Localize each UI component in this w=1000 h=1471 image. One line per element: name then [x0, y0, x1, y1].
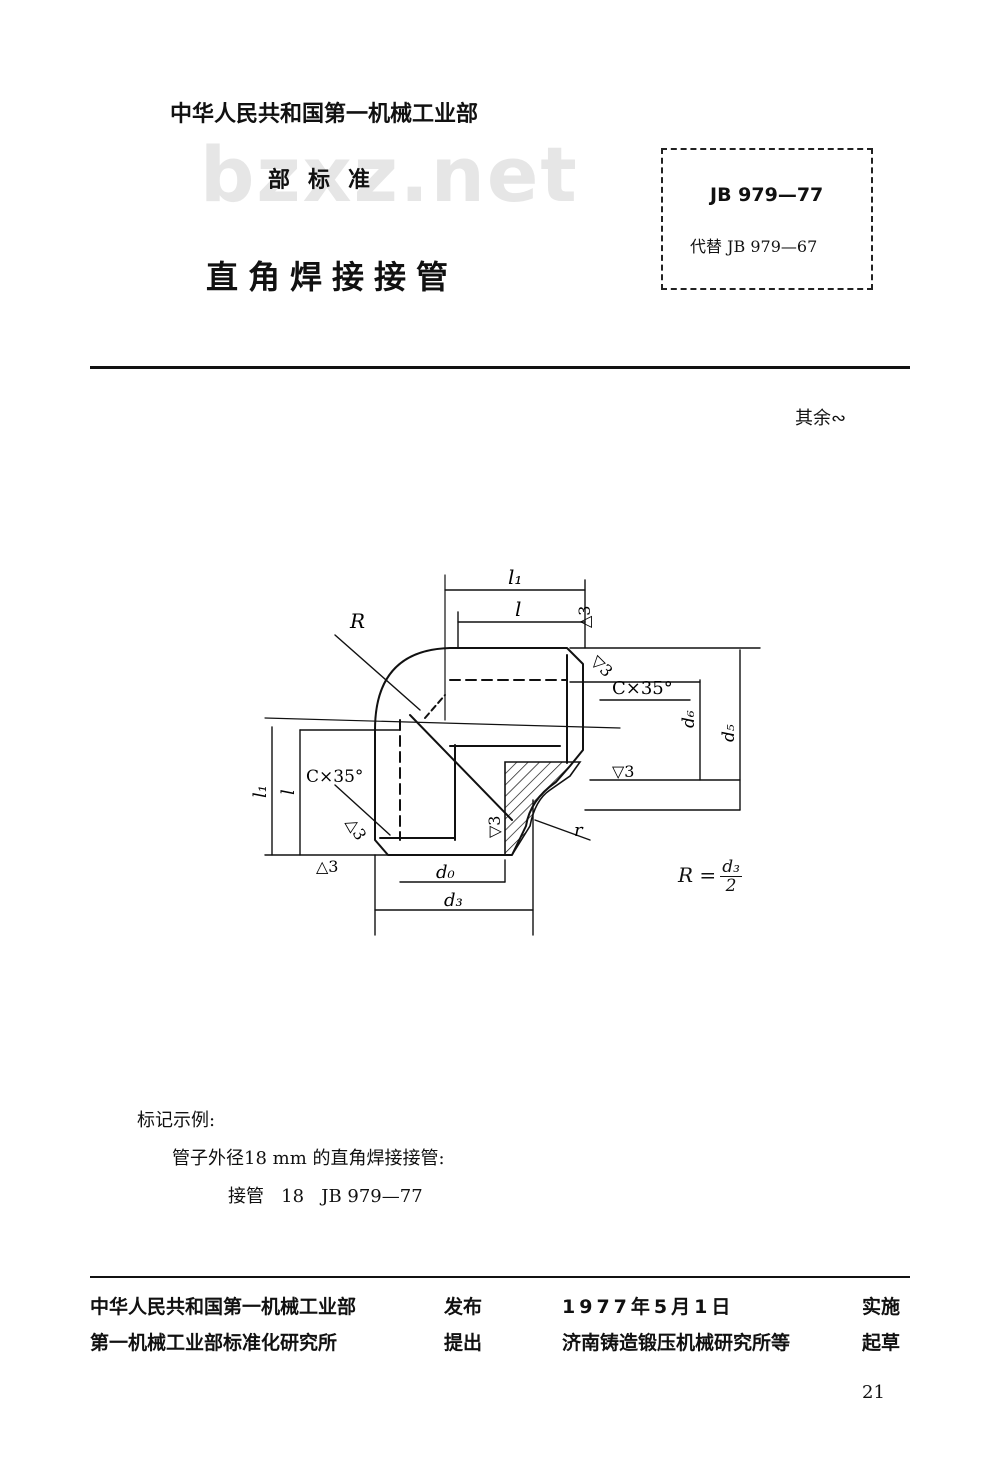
roughness-top: △3	[575, 606, 594, 628]
dim-d6: d₆	[679, 710, 699, 728]
marking-description: 管子外径18 mm 的直角焊接接管:	[172, 1148, 445, 1169]
standard-code-box	[661, 148, 873, 290]
header-rule	[90, 366, 910, 369]
ministry-name: 中华人民共和国第一机械工业部	[170, 102, 479, 127]
roughness-right: ▽3	[612, 762, 634, 781]
formula-lhs: R =	[678, 863, 717, 887]
centerline-horizontal	[264, 717, 621, 729]
formula-denominator: 2	[725, 876, 737, 896]
drafter: 济南铸造锻压机械研究所等	[562, 1332, 791, 1354]
publisher: 中华人民共和国第一机械工业部	[90, 1296, 357, 1318]
bore-intersection	[409, 714, 513, 821]
standard-type: 部标准	[268, 168, 389, 193]
dim-r: r	[574, 820, 584, 841]
proposer: 第一机械工业部标准化研究所	[90, 1332, 338, 1354]
dim-R: R	[349, 609, 365, 633]
roughness-chamfer: ▽3	[587, 651, 616, 680]
roughness-bottom: △3	[316, 857, 338, 876]
publish-action: 发布	[444, 1296, 483, 1318]
dim-l1-left: l₁	[250, 785, 271, 798]
dim-l1-top: l₁	[508, 565, 522, 589]
dim-d3: d₃	[444, 890, 463, 911]
formula-numerator: d₃	[720, 857, 742, 877]
dim-d0: d₀	[436, 862, 455, 883]
bore-intersection-2	[424, 694, 446, 719]
chamfer-right: C×35°	[612, 678, 673, 699]
document-title: 直角焊接接管	[206, 258, 459, 296]
marking-title: 标记示例:	[137, 1110, 216, 1131]
dim-l-top: l	[515, 597, 521, 621]
dim-d5: d₅	[719, 724, 739, 742]
chamfer-left: C×35°	[306, 767, 363, 787]
weld-hatch	[504, 761, 582, 856]
propose-action: 提出	[444, 1332, 483, 1354]
standard-replaces: 代替 JB 979—67	[690, 237, 818, 256]
page-number: 21	[862, 1382, 885, 1403]
roughness-vertical: ▽3	[485, 816, 504, 838]
footer-rule	[90, 1276, 910, 1278]
dim-l-left: l	[278, 789, 299, 795]
implement-action: 实施	[862, 1296, 901, 1318]
implementation-date: 1977年5月1日	[562, 1296, 735, 1318]
draft-action: 起草	[862, 1332, 901, 1354]
standard-code: JB 979—77	[710, 184, 824, 206]
watermark: bzxz.net	[200, 130, 579, 219]
roughness-left-chamfer: △3	[343, 815, 371, 844]
elbow-drawing: l₁ l R C×35° C×35° d₆ d₅ l₁ l d₀ d₃ r △3…	[250, 565, 761, 936]
marking-code: 接管 18 JB 979—77	[228, 1186, 423, 1207]
surface-roughness-note: 其余∾	[795, 408, 847, 429]
